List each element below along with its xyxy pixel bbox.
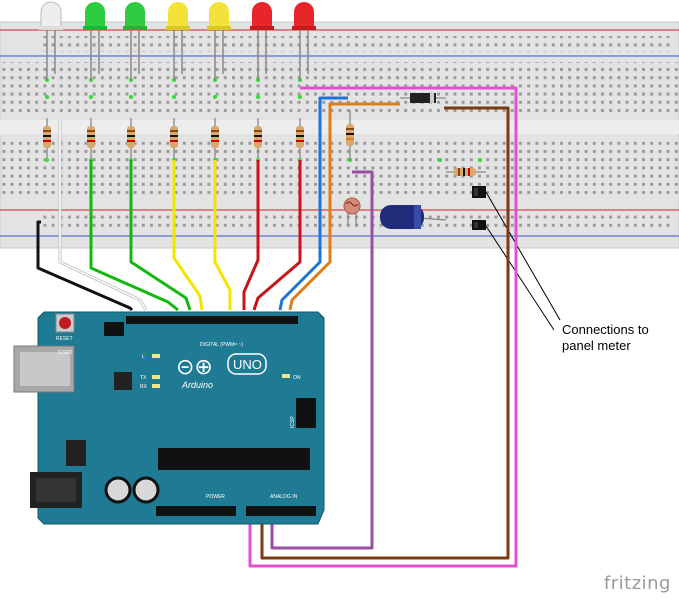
resistor-6	[254, 118, 262, 158]
photoresistor	[343, 197, 361, 226]
digital-label: DIGITAL (PWM= ~)	[200, 342, 243, 348]
led-yellow-1	[166, 2, 190, 80]
resistor-3	[127, 118, 135, 158]
wire-blue	[278, 96, 348, 311]
resistor-ldr-divider	[346, 110, 354, 160]
wire-yellow-2	[213, 160, 232, 310]
chip-small	[66, 440, 86, 466]
wire-brown	[260, 106, 510, 560]
power-header	[156, 506, 236, 516]
wire-orange	[288, 102, 400, 311]
wire-green-1	[89, 160, 179, 312]
capacitor-2	[132, 476, 160, 504]
icsp-header	[296, 398, 316, 428]
led-white	[39, 1, 63, 80]
wire-red-1	[242, 160, 260, 310]
wires	[36, 86, 518, 568]
capacitor-1	[104, 476, 132, 504]
wire-green-2	[129, 160, 192, 311]
wire-ground-black	[36, 220, 134, 312]
arduino-logo-text: Arduino	[181, 380, 213, 390]
wire-red-2	[252, 160, 302, 311]
icsp-label: ICSP	[290, 416, 296, 428]
analog-header	[246, 506, 316, 516]
model-label: UNO	[233, 357, 262, 372]
l-label: L	[142, 354, 145, 360]
icsp2-label: ICSP2	[58, 350, 73, 356]
led-yellow-2	[207, 2, 231, 80]
wire-magenta	[248, 86, 518, 568]
uno-badge	[227, 353, 267, 375]
led-red-2	[292, 2, 316, 80]
reset-label: RESET	[56, 336, 73, 342]
on-label: ON	[293, 375, 301, 381]
resistor-meter	[446, 168, 486, 176]
panel-meter-connector	[472, 186, 561, 331]
power-label: POWER	[206, 494, 225, 500]
diode	[400, 93, 446, 103]
annotation-line-2: panel meter	[562, 338, 631, 353]
capacitor	[380, 205, 447, 229]
led-green-2	[123, 2, 147, 80]
analog-label: ANALOG IN	[270, 494, 298, 500]
resistor-5	[211, 118, 219, 158]
resistor-1	[43, 118, 51, 158]
wire-purple	[270, 170, 374, 550]
wire-white-inner	[59, 120, 147, 311]
led-green-1	[83, 2, 107, 80]
resistor-array	[43, 110, 486, 176]
led-array	[39, 1, 316, 80]
annotation-line-1: Connections to	[562, 322, 649, 337]
atmega-chip	[158, 448, 310, 470]
led-red-1	[250, 2, 274, 80]
panel-meter-annotation: Connections to panel meter	[562, 322, 649, 354]
digital-header	[126, 316, 298, 324]
resistor-2	[87, 118, 95, 158]
infinity-logo: ⊝⊕	[176, 355, 213, 380]
breadboard	[0, 21, 679, 249]
wire-yellow-1	[172, 160, 204, 311]
rx-label: RX	[140, 384, 148, 390]
arduino-uno-board: RESET ICSP2 DIGITAL (PWM= ~) L TX RX ⊝⊕ …	[13, 311, 325, 525]
resistor-4	[170, 118, 178, 158]
resistor-7	[296, 118, 304, 158]
fritzing-watermark: fritzing	[603, 573, 671, 594]
tx-label: TX	[140, 375, 147, 381]
